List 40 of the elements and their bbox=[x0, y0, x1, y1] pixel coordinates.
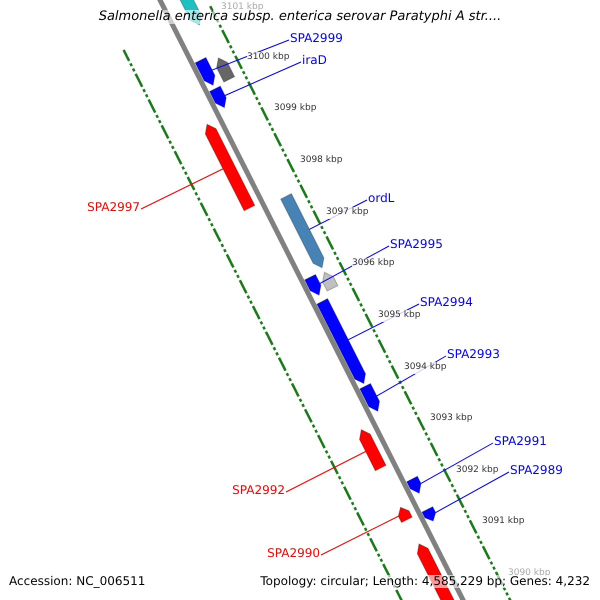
leader-line bbox=[435, 472, 510, 514]
scale-label: 3100 kbp bbox=[247, 52, 290, 64]
gene-feature bbox=[316, 298, 366, 384]
gene-feature bbox=[194, 56, 216, 86]
scale-label: 3093 kbp bbox=[430, 413, 472, 425]
gene-label: SPA2990 bbox=[267, 547, 320, 560]
gene-feature bbox=[304, 274, 322, 296]
gene-label: SPA2995 bbox=[390, 238, 443, 252]
leader-line bbox=[224, 62, 302, 96]
leader-line bbox=[212, 40, 290, 71]
scale-label: 3095 kbp bbox=[378, 310, 420, 322]
gene-feature bbox=[398, 506, 413, 524]
gene-label: SPA2993 bbox=[447, 348, 500, 362]
scale-label: 3094 kbp bbox=[404, 362, 446, 374]
gene-label: SPA2997 bbox=[87, 201, 140, 214]
gene-feature bbox=[358, 428, 387, 472]
scale-label: 3091 kbp bbox=[482, 516, 524, 528]
gene-label: SPA2999 bbox=[290, 32, 343, 46]
scale-label: 3099 kbp bbox=[274, 103, 316, 115]
leader-line bbox=[140, 168, 224, 210]
gene-feature bbox=[421, 506, 436, 522]
accession-text: Accession: NC_006511 bbox=[9, 575, 146, 588]
gene-feature bbox=[204, 123, 256, 212]
gene-label: iraD bbox=[302, 54, 327, 68]
gene-feature bbox=[406, 476, 422, 494]
gene-label: SPA2989 bbox=[510, 464, 563, 478]
scale-label: 3096 kbp bbox=[352, 258, 394, 270]
gene-label: SPA2992 bbox=[232, 484, 285, 498]
scale-label: 3092 kbp bbox=[456, 465, 498, 477]
leader-line bbox=[286, 451, 366, 492]
leader-line bbox=[420, 442, 494, 484]
scale-label: 3097 kbp bbox=[326, 207, 368, 219]
scale-label: 3098 kbp bbox=[300, 155, 342, 167]
gene-label: SPA2994 bbox=[420, 296, 473, 310]
gene-label: SPA2991 bbox=[494, 435, 547, 448]
gene-feature bbox=[280, 192, 324, 269]
leader-line bbox=[320, 516, 399, 556]
gene-label: ordL bbox=[368, 192, 394, 206]
gene-feature bbox=[359, 382, 380, 412]
gene-feature bbox=[208, 85, 227, 108]
